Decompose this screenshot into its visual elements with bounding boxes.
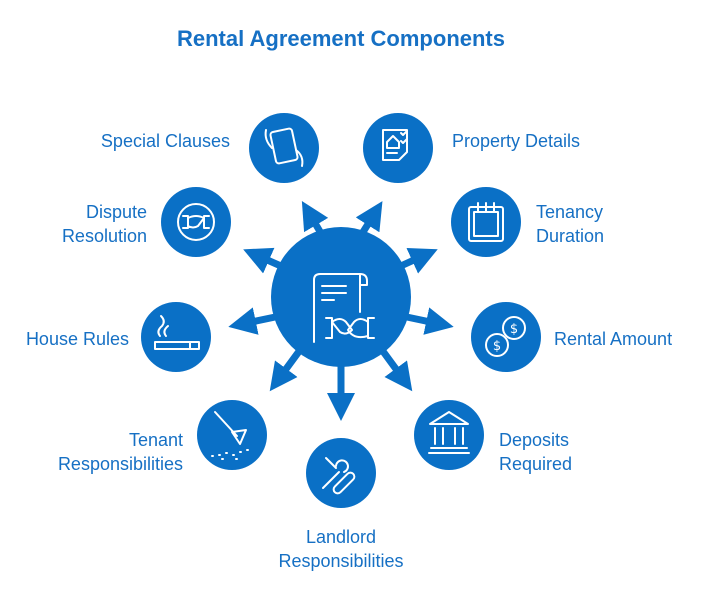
tablet-hands-icon [264,127,304,167]
label-landlord-responsibilities-line2: Responsibilities [278,551,403,571]
node-property-details: Property Details [363,113,580,183]
node-tenant-responsibilities: Tenant Responsibilities [58,400,267,474]
label-special-clauses: Special Clauses [101,131,230,151]
tools-icon [322,457,356,495]
node-deposits-required: Deposits Required [414,400,572,474]
node-dispute-resolution: Dispute Resolution [62,187,231,257]
label-dispute-resolution-line1: Dispute [86,202,147,222]
node-rental-amount: $ $ Rental Amount [471,302,672,372]
label-tenancy-duration-line1: Tenancy [536,202,603,222]
node-tenancy-duration: Tenancy Duration [451,187,604,257]
arrow-tenant-responsibilities [269,347,303,392]
calendar-icon [468,202,504,242]
node-special-clauses: Special Clauses [101,113,319,183]
node-house-rules: House Rules [26,302,211,372]
arrow-house-rules [228,307,281,335]
label-landlord-responsibilities-line1: Landlord [306,527,376,547]
label-property-details: Property Details [452,131,580,151]
label-rental-amount: Rental Amount [554,329,672,349]
arrow-deposits-required [379,347,413,392]
center-node [271,227,411,367]
arrow-rental-amount [401,307,454,335]
label-tenant-responsibilities-line2: Responsibilities [58,454,183,474]
label-tenant-responsibilities-line1: Tenant [129,430,183,450]
handshake-icon [177,203,215,241]
label-deposits-required-line2: Required [499,454,572,474]
label-tenancy-duration-line2: Duration [536,226,604,246]
label-deposits-required-line1: Deposits [499,430,569,450]
label-dispute-resolution-line2: Resolution [62,226,147,246]
bank-icon [428,411,470,454]
node-landlord-responsibilities: Landlord Responsibilities [278,438,404,571]
diagram-title: Rental Agreement Components [177,26,505,51]
coins-icon: $ $ [485,316,526,357]
rake-icon [211,411,249,460]
no-smoking-icon [154,315,200,350]
label-house-rules: House Rules [26,329,129,349]
svg-text:$: $ [493,339,501,354]
contract-handshake-icon [313,273,375,343]
svg-text:$: $ [510,322,518,337]
house-checklist-icon [382,129,408,161]
